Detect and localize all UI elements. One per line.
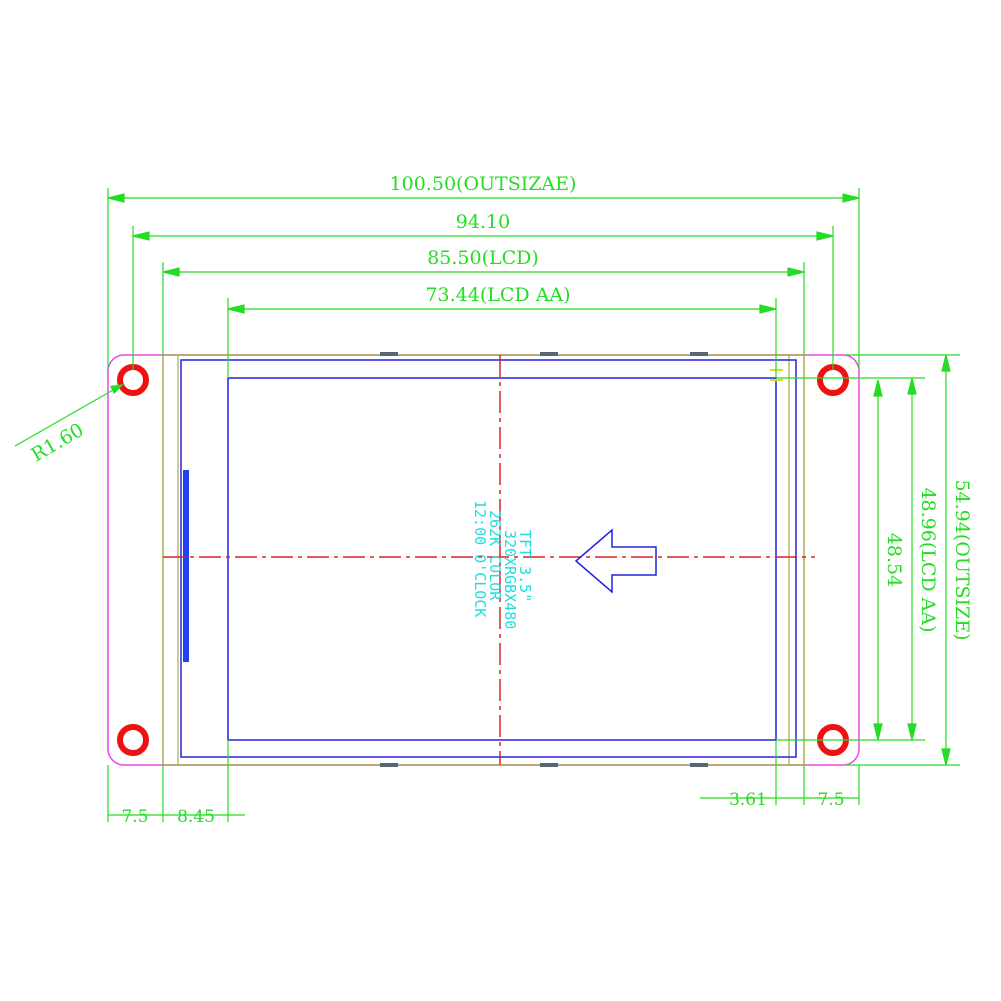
circle-hole-icon: [817, 364, 849, 396]
label-width-lcd-aa: 73.44(LCD AA): [425, 284, 570, 306]
fpc-connector: [183, 470, 189, 662]
board-outline: [107, 352, 860, 767]
lcd-label-line3: 262K COLOR: [486, 510, 504, 601]
arrow-left-outline-icon: [574, 528, 657, 594]
label-height-holes: 48.54: [883, 533, 905, 587]
label-width-holes: 94.10: [456, 211, 510, 233]
lcd-glass-outline: [180, 359, 797, 758]
label-right-offset: 3.61: [729, 790, 767, 810]
circle-hole-icon: [117, 364, 149, 396]
lcd-label-line4: 12:00 O'CLOCK: [471, 500, 489, 617]
horizontal-dimension-labels: 100.50(OUTSIZAE) 94.10 85.50(LCD) 73.44(…: [390, 173, 577, 306]
label-width-outsize: 100.50(OUTSIZAE): [390, 173, 577, 195]
lcd-label: TFT 3.5" 320XRGBX480 262K COLOR 12:00 O'…: [471, 500, 534, 629]
lcd-label-line1: TFT 3.5": [516, 530, 534, 602]
label-left-margin: 7.5: [121, 807, 148, 827]
bottom-dimension-labels: 7.5 8.45 3.61 7.5: [121, 790, 844, 827]
label-height-outsize: 54.94(OUTSIZE): [951, 479, 973, 640]
label-left-offset: 8.45: [177, 807, 215, 827]
glass-tabs: [380, 352, 708, 767]
label-width-lcd: 85.50(LCD): [427, 247, 539, 269]
lcd-active-area: [227, 377, 777, 741]
horizontal-dimensions: [107, 188, 860, 378]
centerlines: [163, 355, 815, 765]
vertical-dimension-labels: 54.94(OUTSIZE) 48.96(LCD AA) 48.54: [883, 479, 973, 640]
bottom-dimensions: [107, 740, 860, 822]
label-corner-radius: R1.60: [28, 419, 88, 466]
label-right-margin: 7.5: [817, 790, 844, 810]
vertical-dimensions: [776, 354, 960, 766]
lcd-label-line2: 320XRGBX480: [501, 530, 519, 629]
lcd-module-outline: [162, 354, 805, 766]
circle-hole-icon: [117, 724, 149, 756]
label-height-lcd-aa: 48.96(LCD AA): [917, 487, 939, 632]
